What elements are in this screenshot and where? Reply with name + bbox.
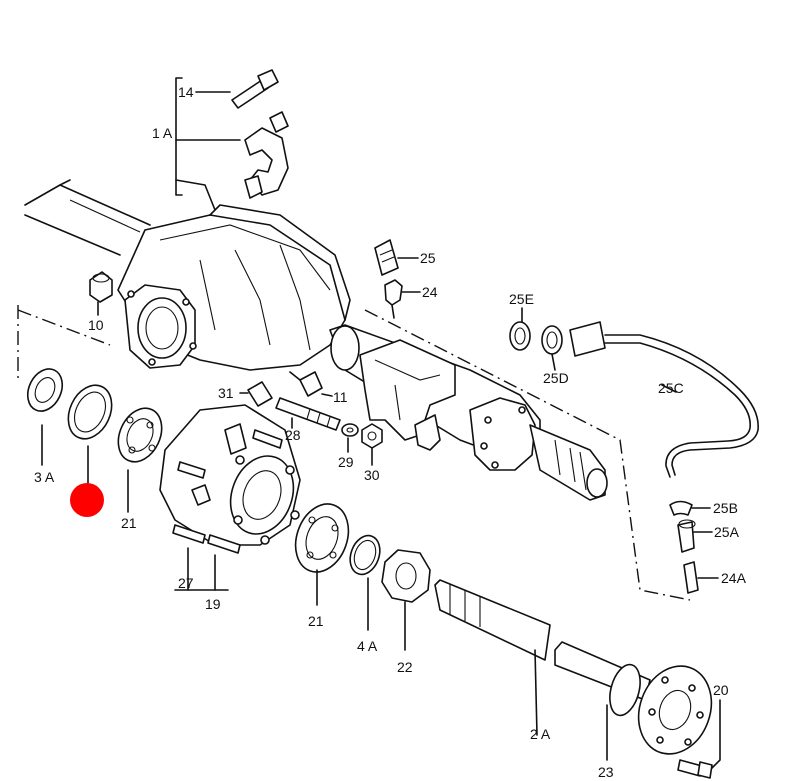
bearing-cap-1A	[244, 111, 289, 199]
label-25E: 25E	[509, 291, 534, 307]
part-24-breather	[384, 279, 421, 319]
label-1A: 1 A	[152, 125, 173, 141]
label-21-left: 21	[121, 515, 137, 531]
guide-lines	[17, 305, 691, 601]
part-25D	[541, 325, 563, 371]
part-11	[289, 371, 333, 397]
part-25C-brake-line	[569, 321, 759, 478]
studs-27-19	[172, 423, 283, 591]
label-31: 31	[218, 385, 234, 401]
label-20: 20	[713, 682, 729, 698]
part-25A	[677, 519, 713, 553]
label-14: 14	[178, 84, 194, 100]
part-24A	[683, 561, 719, 594]
label-30: 30	[364, 467, 380, 483]
nut-30	[361, 423, 383, 466]
bearing-carrier	[159, 404, 301, 546]
label-19: 19	[205, 596, 221, 612]
label-3A: 3 A	[34, 469, 55, 485]
label-29: 29	[338, 454, 354, 470]
bracket-1A	[175, 77, 241, 211]
label-23: 23	[598, 764, 614, 780]
housing-left-flange	[124, 284, 197, 369]
part-labels: 14 1 A 25 24 10 25E 25D 25C 31 11 28 29 …	[34, 84, 747, 780]
axle-tube	[24, 179, 151, 256]
label-21-right: 21	[308, 613, 324, 629]
washer-29	[341, 423, 359, 453]
seal-3A	[26, 368, 64, 466]
snap-ring-4A	[349, 534, 381, 631]
label-25B: 25B	[713, 500, 738, 516]
part-25-pad	[374, 239, 419, 276]
bearing-21-left	[117, 407, 163, 513]
part-31	[239, 381, 273, 407]
label-25C: 25C	[658, 380, 684, 396]
label-24: 24	[422, 284, 438, 300]
ring-seal	[67, 384, 113, 486]
label-24A: 24A	[721, 570, 747, 586]
label-28: 28	[285, 427, 301, 443]
bolt-14	[231, 69, 279, 109]
part-25E	[509, 307, 531, 351]
label-4A: 4 A	[357, 638, 378, 654]
spring-bracket	[359, 339, 456, 451]
label-25: 25	[420, 250, 436, 266]
bearing-21-right	[294, 503, 350, 606]
label-25D: 25D	[543, 370, 569, 386]
label-10: 10	[88, 317, 104, 333]
axle-flange-20	[637, 665, 721, 779]
stud-28	[275, 397, 341, 431]
label-2A: 2 A	[530, 726, 551, 742]
label-27: 27	[178, 575, 194, 591]
label-22: 22	[397, 659, 413, 675]
circlip-23	[606, 663, 641, 761]
label-25A: 25A	[714, 524, 740, 540]
part-25B-clip	[669, 500, 711, 516]
label-11: 11	[333, 389, 348, 405]
right-flange-spindle	[469, 397, 608, 501]
nut-22	[381, 549, 431, 651]
red-marker	[70, 483, 104, 517]
part-10	[89, 271, 113, 316]
